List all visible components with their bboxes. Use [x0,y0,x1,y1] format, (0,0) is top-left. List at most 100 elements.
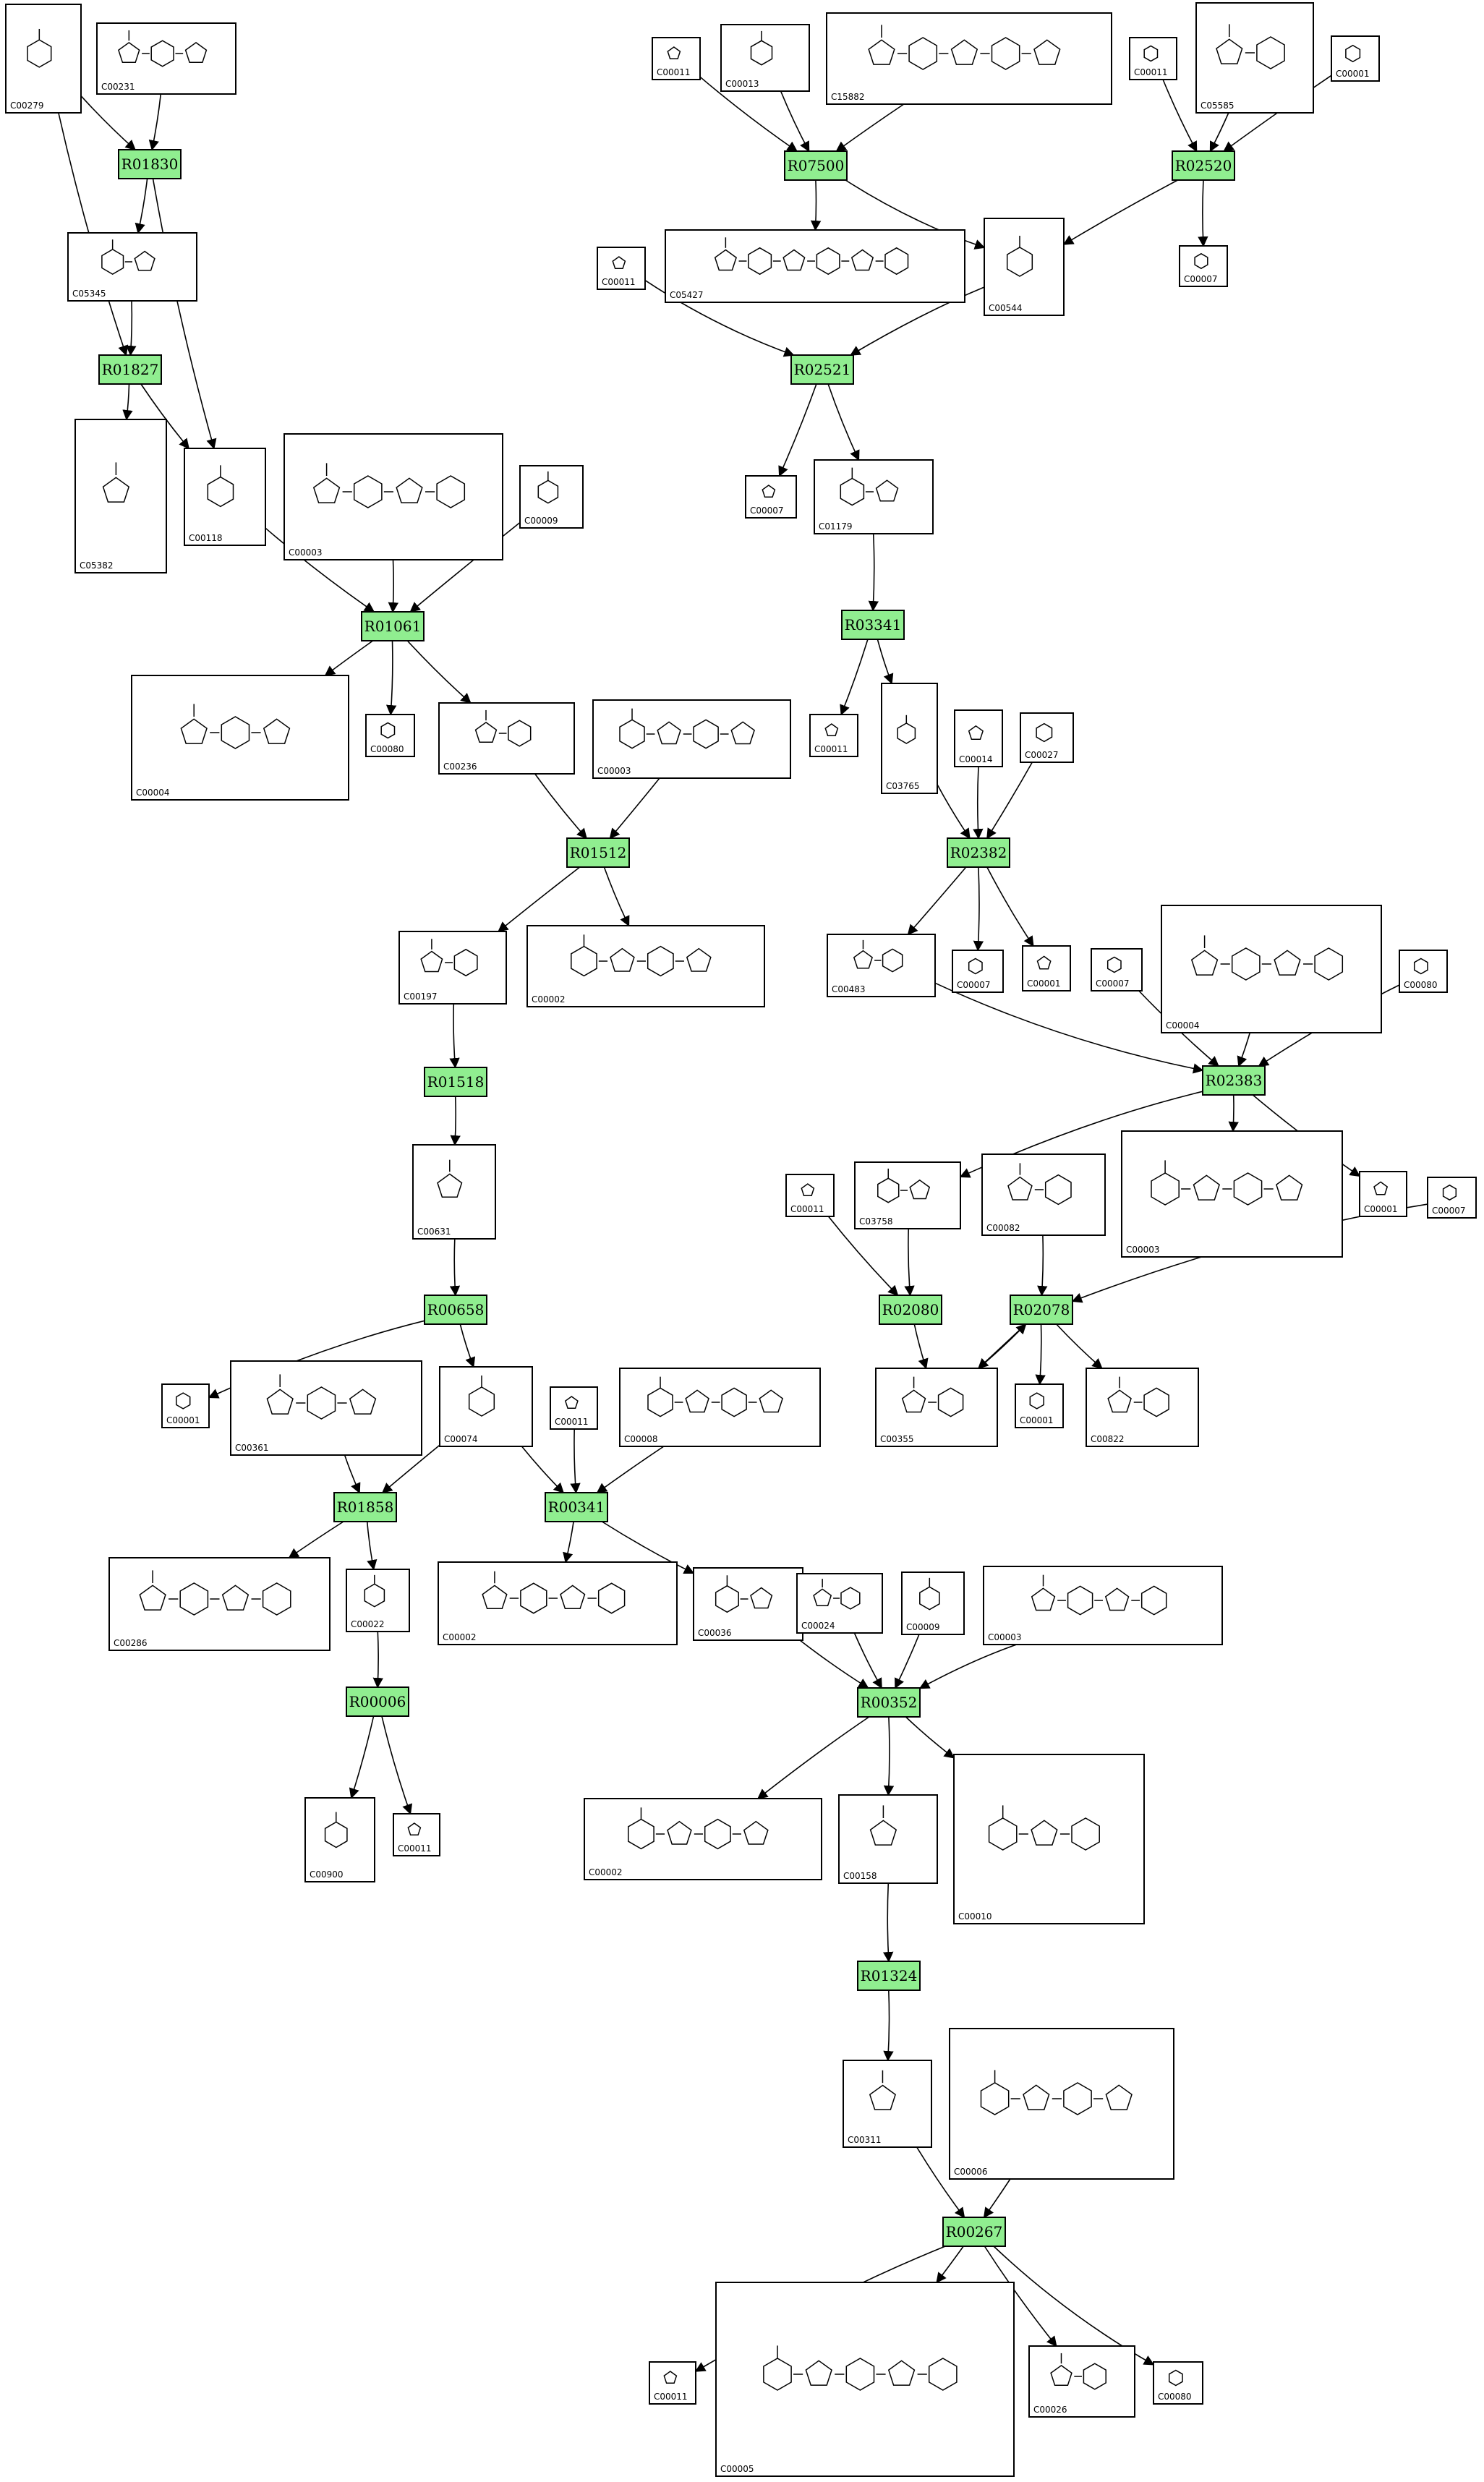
edge-c00006-r00267 [983,2178,1011,2219]
compound-c00279[interactable]: C00279 [5,4,82,114]
reaction-r01518[interactable]: R01518 [424,1067,487,1097]
compound-c00002b[interactable]: C00002 [438,1561,678,1645]
compound-c05585[interactable]: C05585 [1195,2,1314,114]
compound-c05345[interactable]: C05345 [67,232,197,302]
reaction-r03341[interactable]: R03341 [841,610,905,640]
compound-c00002[interactable]: C00002 [526,925,765,1007]
compound-c00036[interactable]: C00036 [693,1567,803,1641]
compound-label: C00001 [1364,1204,1398,1214]
compound-c00022[interactable]: C00022 [346,1569,410,1632]
compound-c00011d[interactable]: C00011 [652,37,701,80]
compound-c00013[interactable]: C00013 [720,24,810,92]
reaction-r07500[interactable]: R07500 [784,150,848,181]
compound-c00003b[interactable]: C00003 [592,699,791,779]
compound-c00082[interactable]: C00082 [981,1153,1106,1236]
compound-c00014[interactable]: C00014 [954,709,1003,767]
reaction-r01324[interactable]: R01324 [857,1961,921,1991]
compound-c00311[interactable]: C00311 [843,2060,932,2148]
compound-c00011e[interactable]: C00011 [1129,37,1177,80]
compound-c00002c[interactable]: C00002 [584,1798,822,1880]
compound-c03758[interactable]: C03758 [854,1161,961,1229]
reaction-r02080[interactable]: R02080 [879,1295,942,1325]
compound-c00003d[interactable]: C00003 [1121,1130,1343,1258]
reaction-r02521[interactable]: R02521 [790,354,854,385]
compound-c00004[interactable]: C00004 [131,675,349,801]
reaction-r02382[interactable]: R02382 [947,837,1010,868]
compound-c00001d[interactable]: C00001 [1359,1171,1407,1217]
compound-c05382[interactable]: C05382 [74,419,167,573]
compound-c00007c[interactable]: C00007 [952,950,1004,993]
edge-c00009-r01061 [409,521,521,613]
compound-c00355[interactable]: C00355 [875,1368,998,1447]
compound-c00080c[interactable]: C00080 [1399,950,1448,993]
reaction-r01830[interactable]: R01830 [118,149,182,179]
compound-c00009b[interactable]: C00009 [901,1571,965,1635]
compound-label: C00080 [1404,980,1438,990]
compound-c00197[interactable]: C00197 [398,931,507,1005]
compound-c00001[interactable]: C00001 [161,1383,210,1428]
compound-c01179[interactable]: C01179 [814,459,934,534]
compound-c00007e[interactable]: C00007 [1427,1177,1477,1219]
compound-c00483[interactable]: C00483 [827,934,936,997]
compound-c00007[interactable]: C00007 [1179,245,1228,287]
compound-c00286[interactable]: C00286 [108,1557,331,1651]
compound-c00027[interactable]: C00027 [1020,712,1074,763]
reaction-r02078[interactable]: R02078 [1010,1295,1073,1325]
compound-c00010[interactable]: C00010 [953,1754,1145,1924]
compound-c00361[interactable]: C00361 [230,1360,422,1456]
reaction-label: R01518 [427,1073,485,1091]
reaction-r01512[interactable]: R01512 [566,837,630,868]
compound-c00900[interactable]: C00900 [304,1797,375,1882]
compound-box [785,1174,835,1217]
compound-c00001b[interactable]: C00001 [1331,35,1380,82]
compound-c00822[interactable]: C00822 [1086,1368,1199,1447]
edge-r01518-c00631 [450,1096,461,1146]
compound-c00074[interactable]: C00074 [439,1366,533,1447]
reaction-r02520[interactable]: R02520 [1172,150,1235,181]
compound-c00026[interactable]: C00026 [1028,2345,1135,2418]
compound-c00011c[interactable]: C00011 [649,2361,696,2405]
compound-c00011g[interactable]: C00011 [809,714,858,757]
compound-c00011f[interactable]: C00011 [597,247,646,290]
compound-c00001e[interactable]: C00001 [1015,1383,1064,1428]
compound-c00080b[interactable]: C00080 [1153,2361,1203,2405]
compound-c00006[interactable]: C00006 [949,2028,1174,2180]
compound-c15882[interactable]: C15882 [826,12,1112,105]
compound-c00231[interactable]: C00231 [96,22,236,95]
compound-label: C00236 [443,762,477,772]
reaction-r00267[interactable]: R00267 [942,2217,1006,2247]
compound-c00001c[interactable]: C00001 [1022,945,1071,991]
compound-c00236[interactable]: C00236 [438,702,575,775]
compound-c00158[interactable]: C00158 [838,1794,938,1884]
compound-label: C00005 [720,2464,754,2474]
compound-c00009[interactable]: C00009 [519,465,584,529]
compound-c00011b[interactable]: C00011 [393,1813,440,1856]
compound-c00003c[interactable]: C00003 [983,1566,1223,1645]
compound-c00118[interactable]: C00118 [184,448,266,546]
reaction-r00658[interactable]: R00658 [424,1295,487,1325]
compound-c00011[interactable]: C00011 [550,1386,598,1430]
compound-c00544[interactable]: C00544 [984,218,1065,316]
compound-c00024[interactable]: C00024 [796,1573,883,1634]
reaction-r00006[interactable]: R00006 [346,1686,409,1717]
compound-c00007b[interactable]: C00007 [745,475,797,519]
reaction-r02383[interactable]: R02383 [1202,1065,1266,1096]
reaction-r00341[interactable]: R00341 [545,1492,608,1522]
reaction-r01061[interactable]: R01061 [361,611,425,641]
compound-c00007d[interactable]: C00007 [1091,948,1143,991]
compound-c00005[interactable]: C00005 [715,2282,1015,2477]
compound-c00631[interactable]: C00631 [412,1144,496,1240]
compound-c00011h[interactable]: C00011 [785,1174,835,1217]
edge-c03758-r02080 [904,1228,915,1297]
compound-c00003[interactable]: C00003 [283,433,503,560]
compound-box [1161,905,1382,1033]
compound-c00008[interactable]: C00008 [619,1368,821,1447]
compound-c00080[interactable]: C00080 [365,714,415,757]
compound-c03765[interactable]: C03765 [881,683,938,794]
reaction-r01858[interactable]: R01858 [333,1492,397,1522]
reaction-r01827[interactable]: R01827 [98,354,162,385]
edge-r01830-c00118 [152,178,217,450]
reaction-r00352[interactable]: R00352 [857,1687,921,1718]
compound-c05427[interactable]: C05427 [665,229,965,303]
compound-c00004b[interactable]: C00004 [1161,905,1382,1033]
